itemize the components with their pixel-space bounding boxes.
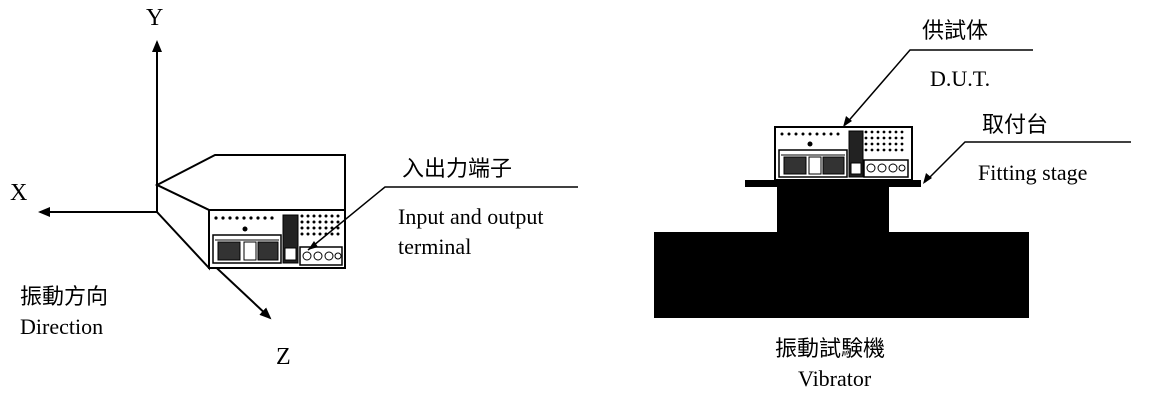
terminal-label-jp: 入出力端子 <box>402 156 513 181</box>
stage-label-en: Fitting stage <box>978 160 1088 185</box>
dut-label-jp: 供試体 <box>922 18 989 43</box>
direction-label-jp: 振動方向 <box>20 284 109 309</box>
vibrator-label-jp: 振動試験機 <box>775 336 886 361</box>
dut-device <box>774 126 913 181</box>
dut-label-en: D.U.T. <box>930 66 991 91</box>
x-axis-label: X <box>10 180 28 206</box>
vibrator-label-en: Vibrator <box>798 366 872 391</box>
vibrator-neck <box>777 186 889 234</box>
terminal-label-en-line2: terminal <box>398 234 472 259</box>
stage-label-jp: 取付台 <box>982 112 1049 137</box>
front-panel-details <box>212 214 343 266</box>
dut-leader <box>843 49 1033 127</box>
vibrator-base <box>654 180 1029 318</box>
direction-label-en: Direction <box>20 314 104 339</box>
z-axis-label: Z <box>276 344 291 370</box>
y-axis-label: Y <box>146 5 164 31</box>
terminal-leader <box>307 186 578 251</box>
stage-leader <box>923 141 1131 184</box>
vibrator-body <box>654 232 1029 318</box>
fitting-stage-plate <box>745 180 921 187</box>
power-supply-3d-box <box>154 154 346 271</box>
terminal-label-en-line1: Input and output <box>398 204 544 229</box>
